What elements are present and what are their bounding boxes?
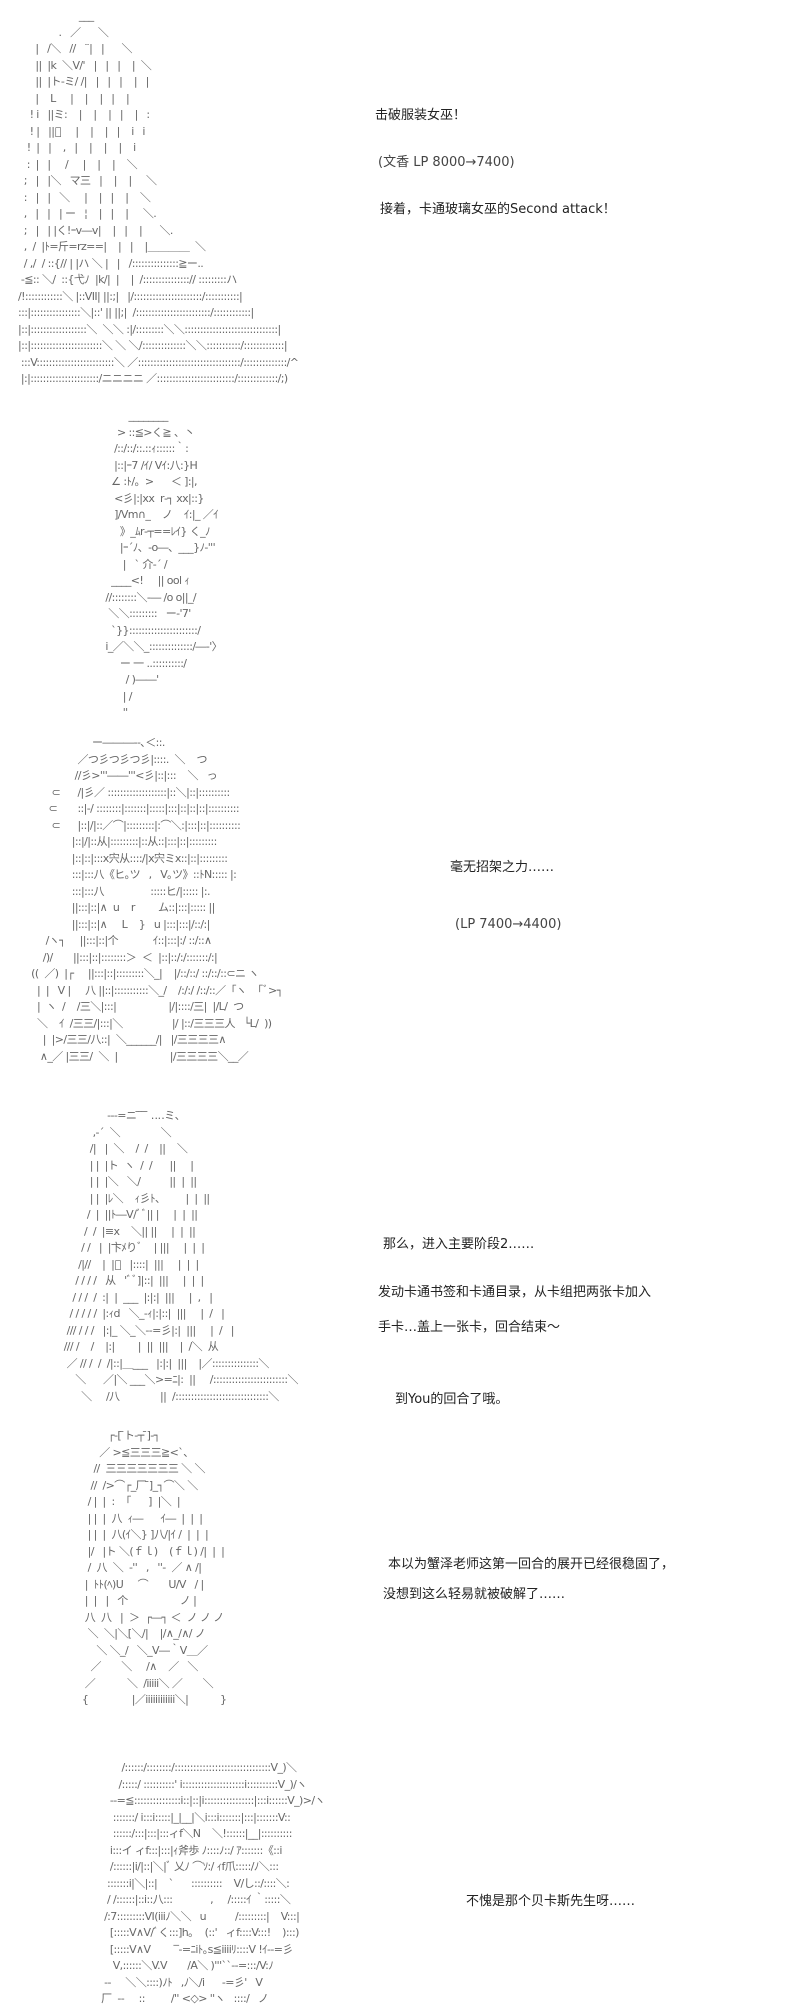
caption-lp-change-2: (LP 7400→4400) <box>455 917 562 932</box>
caption-activate-cards: 发动卡通书签和卡通目录，从卡组把两张卡加入 <box>378 1285 652 1300</box>
caption-easily-broken: 没想到这么轻易就被破解了…… <box>383 1587 566 1602</box>
caption-second-attack: 接着，卡通玻璃女巫的Second attack！ <box>380 202 616 217</box>
ascii-art-panel-2: ________ > ::≦>く≧ 、丶 /::/::/::.::ｨ::::::… <box>105 409 223 719</box>
caption-pegasus: 不愧是那个贝卡斯先生呀…… <box>466 1894 636 1909</box>
ascii-art-panel-4: ‐--=ニ ̄ ̄ ̄ ̄ ‥‥ミ、 ,‐´ ＼ ＼ /| | ＼ / / ||… <box>63 1109 299 1403</box>
ascii-art-panel-3: ー―――‐‐､＜::. ／つ彡つ彡つ彡|::::. ＼ つ //彡>'''――'… <box>31 736 283 1063</box>
caption-your-turn: 到You的回合了哦。 <box>395 1392 509 1407</box>
caption-defeat-witch: 击破服装女巫！ <box>375 108 467 123</box>
caption-helpless: 毫无招架之力…… <box>450 860 555 875</box>
caption-main-phase-2: 那么，进入主要阶段2…… <box>383 1237 535 1252</box>
caption-lp-change-1: (文香 LP 8000→7400) <box>378 155 515 170</box>
ascii-art-panel-1: ___ . ／ ＼ | /＼ // ¨| | ＼ || |k ＼V/' | | … <box>18 9 299 385</box>
ascii-art-panel-6: /::::::/::::::::/:::::::::::::::::::::::… <box>101 1761 325 2005</box>
caption-thought-stable: 本以为蟹泽老师这第一回合的展开已经很稳固了， <box>388 1557 675 1572</box>
ascii-art-panel-5: ┌‐[ ̄ト‐┬ ̄]‐┐ ／ >≦三三三≧<`、 // 三三三三三三三 ＼ ＼… <box>81 1429 227 1706</box>
caption-end-turn: 手卡…盖上一张卡，回合结束～ <box>378 1320 561 1335</box>
